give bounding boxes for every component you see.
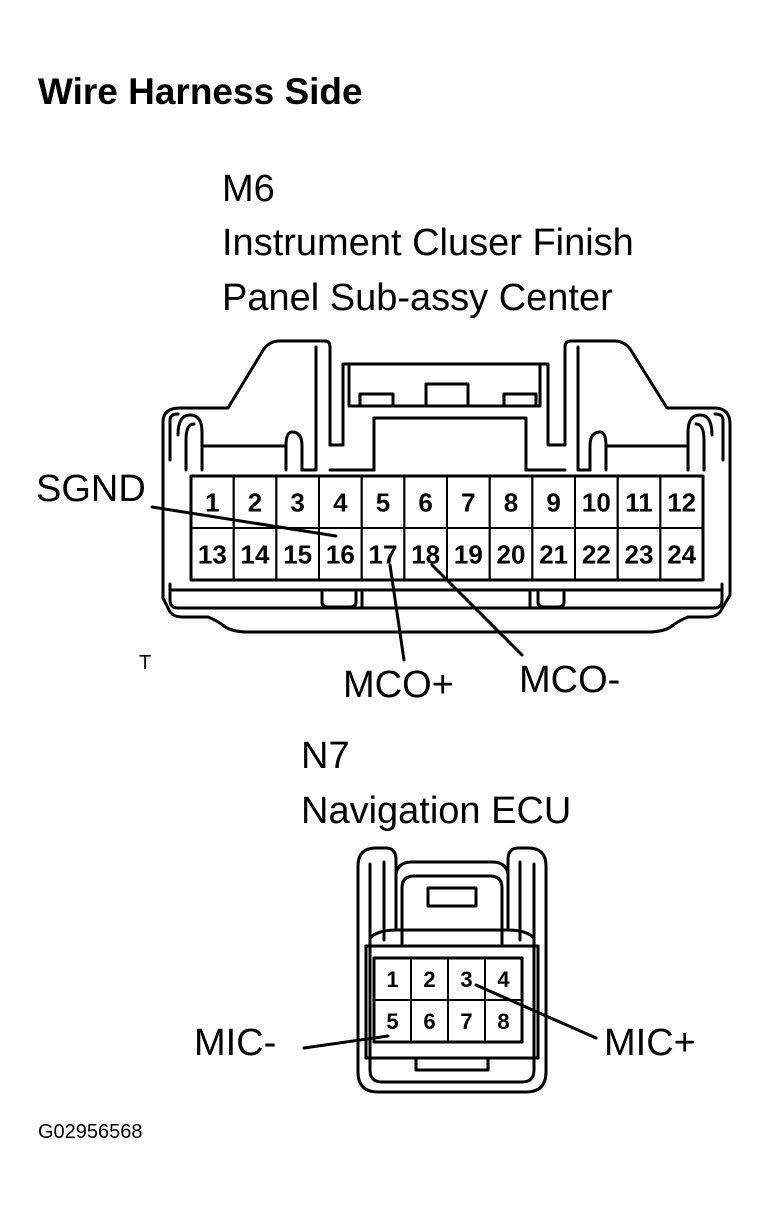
m6-terminal-number: 21 [539,539,568,569]
m6-terminal-number: 24 [667,539,696,569]
m6-terminal-number: 6 [418,487,432,517]
n7-connector-name: Navigation ECU [301,790,572,832]
sgnd-label: SGND [36,468,146,510]
m6-terminal-number: 5 [376,487,390,517]
m6-terminal-cell [659,527,704,581]
mic-minus-leader [302,1034,390,1050]
n7-terminal-number: 3 [460,967,472,992]
m6-terminal-number: 22 [582,539,611,569]
n7-terminal-number: 8 [497,1009,509,1034]
page-title: Wire Harness Side [38,71,363,112]
mic-plus-label: MIC+ [604,1022,696,1064]
m6-terminal-number: 9 [546,487,560,517]
mco-minus-leader [430,563,524,657]
m6-terminal-number: 16 [326,539,355,569]
n7-terminal-number: 5 [386,1009,398,1034]
mco-minus-label: MCO- [519,659,621,701]
n7-terminal-number: 7 [460,1009,472,1034]
mco-plus-label: MCO+ [343,664,454,706]
m6-connector-name-line2: Panel Sub-assy Center [222,277,613,319]
m6-terminal-number: 10 [582,487,611,517]
m6-terminal-number: 2 [248,487,262,517]
m6-terminal-number: 3 [290,487,304,517]
n7-connector-housing [356,846,548,1094]
n7-terminal-cell [484,999,523,1043]
mco-plus-leader [388,563,406,662]
m6-terminal-number: 20 [497,539,526,569]
m6-terminal-number: 17 [369,539,398,569]
m6-terminal-number: 13 [198,539,227,569]
m6-terminal-number: 18 [411,539,440,569]
m6-terminal-number: 23 [625,539,654,569]
n7-terminal-number: 4 [497,967,510,992]
m6-terminal-number: 14 [241,539,270,569]
sgnd-leader [150,505,338,538]
mic-plus-leader [474,983,598,1040]
terminal-mark: T [139,652,152,674]
m6-terminal-number: 4 [333,487,348,517]
n7-terminal-number: 6 [423,1009,435,1034]
m6-terminal-number: 1 [205,487,219,517]
m6-terminal-number: 7 [461,487,475,517]
m6-connector-housing [161,339,732,634]
m6-terminal-number: 11 [625,487,653,517]
m6-terminal-number: 12 [667,487,696,517]
m6-terminal-number: 15 [283,539,312,569]
m6-terminal-number: 8 [504,487,518,517]
n7-terminal-number: 1 [386,967,398,992]
figure-id: G02956568 [38,1121,143,1143]
m6-connector-code: M6 [222,168,275,210]
n7-connector-code: N7 [301,735,350,777]
mic-minus-label: MIC- [194,1022,277,1064]
m6-connector-name-line1: Instrument Cluser Finish [222,222,634,264]
n7-terminal-number: 2 [423,967,435,992]
m6-terminal-number: 19 [454,539,483,569]
